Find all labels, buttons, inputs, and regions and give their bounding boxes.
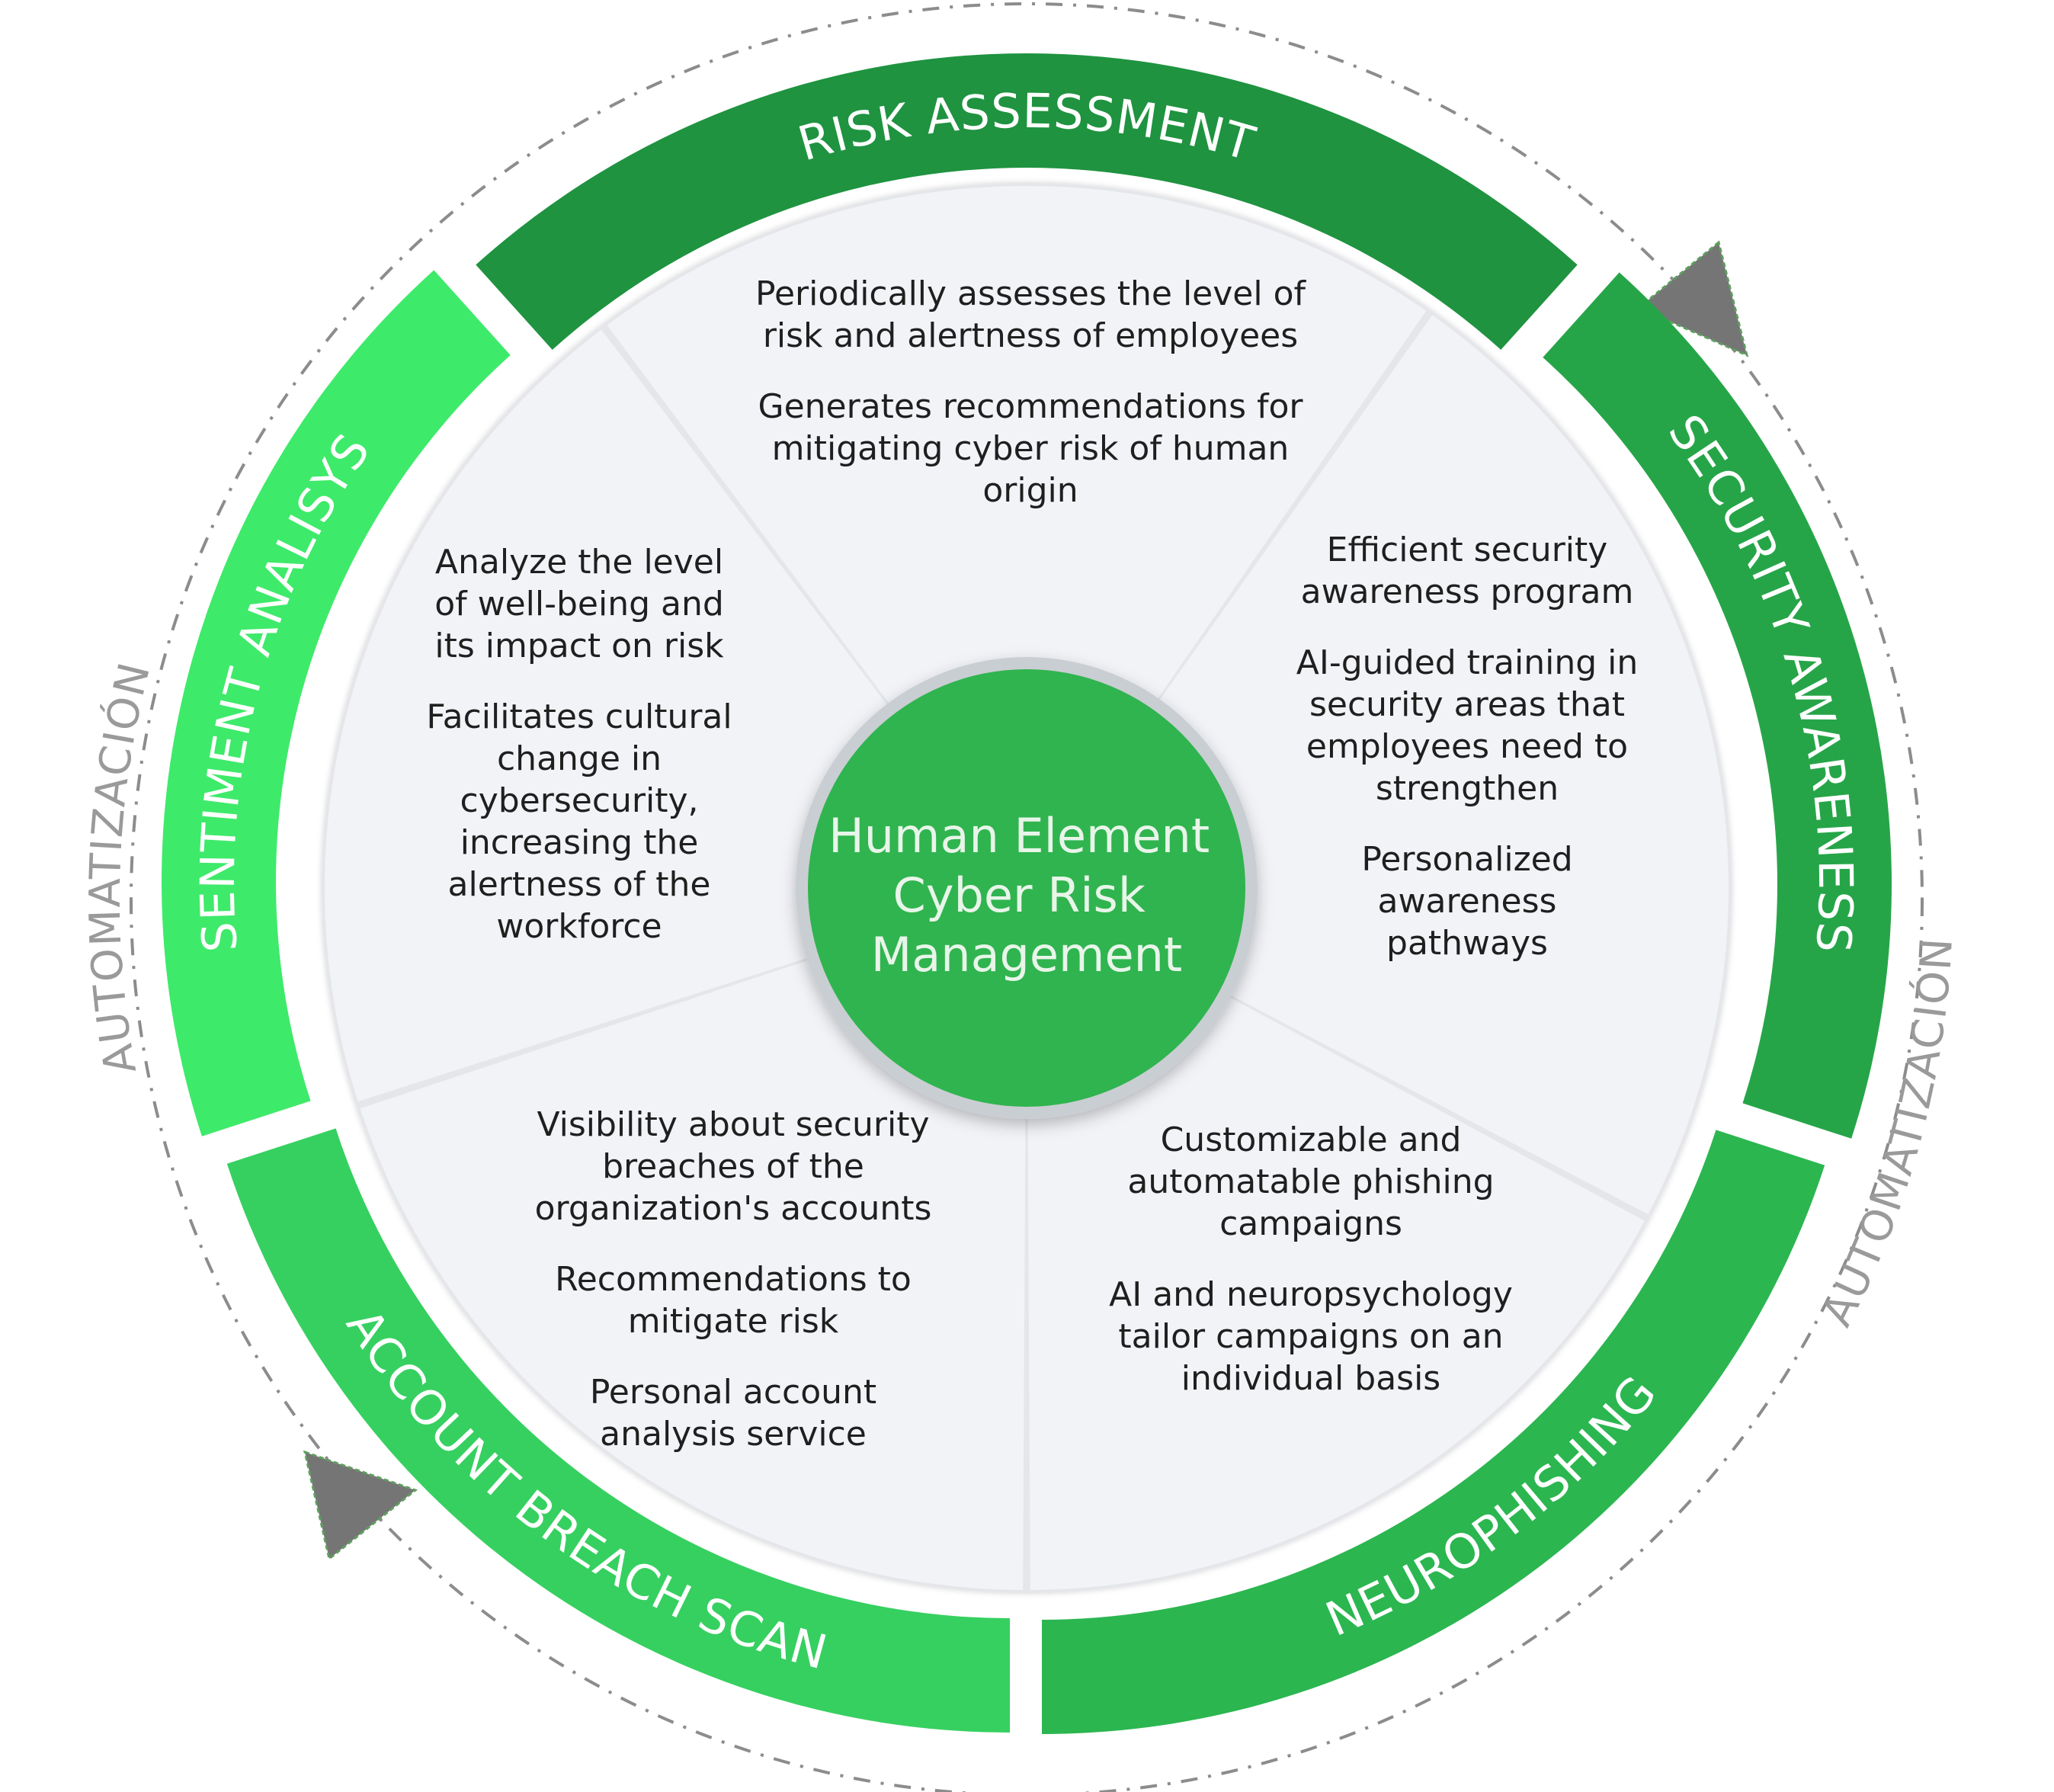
cycle-arrow-top-right-icon (1636, 240, 1749, 357)
capability-ring (161, 53, 1892, 1734)
automation-label-left: AUTOMATIZACIÓN (81, 657, 161, 1078)
ring-band-risk-assessment (476, 53, 1578, 350)
ring-band-account-breach-scan (226, 1128, 1011, 1733)
segment-description-line: Facilitates cultural (426, 697, 732, 736)
segment-description-line: Periodically assesses the level of (755, 274, 1306, 313)
segment-description-line: pathways (1386, 924, 1548, 963)
segment-wedge-risk-assessment (607, 185, 1427, 717)
segment-description-line: tailor campaigns on an (1118, 1317, 1503, 1356)
ring-band-sentiment-analysis (161, 270, 511, 1136)
cycle-arrow-bottom-left-icon (303, 1450, 418, 1561)
automation-cycle-circle (130, 2, 1924, 1792)
center-title: Human Element Cyber Risk Management (828, 808, 1225, 983)
segment-description-line: security areas that (1309, 685, 1625, 724)
segment-description-line: AI and neuropsychology (1109, 1275, 1513, 1314)
center-title-line: Management (871, 927, 1182, 983)
segment-wedge-neurophishing (1027, 989, 1645, 1590)
segment-description-line: Recommendations to (555, 1260, 912, 1299)
segment-description-line: employees need to (1306, 727, 1628, 766)
segment-description-line: individual basis (1181, 1359, 1440, 1398)
segment-description-line: change in (497, 739, 662, 778)
segment-description-line: campaigns (1219, 1204, 1402, 1243)
segment-description-line: alertness of the (448, 865, 711, 904)
segment-wedges (322, 183, 1732, 1593)
segment-description-line: its impact on risk (434, 627, 724, 665)
center-title-line: Cyber Risk (893, 867, 1146, 923)
segment-wedge-sentiment-analysis (324, 329, 898, 1102)
segment-description-line: origin (982, 471, 1078, 510)
segment-description-line: Analyze the level (435, 543, 723, 582)
segment-description-line: Generates recommendations for (758, 387, 1304, 426)
segment-description-line: cybersecurity, (460, 781, 699, 820)
segment-description-line: Personal account (590, 1373, 876, 1412)
segment-description-line: Efficient security (1327, 531, 1608, 569)
segment-description-line: awareness program (1301, 572, 1634, 611)
segment-description-line: mitigate risk (628, 1302, 839, 1341)
segment-description-line: analysis service (600, 1415, 867, 1454)
segment-description-line: workforce (496, 907, 662, 946)
segment-description-line: strengthen (1376, 769, 1559, 808)
ring-band-neurophishing (1042, 1130, 1825, 1734)
segment-description-line: risk and alertness of employees (763, 316, 1298, 355)
center-hub (808, 669, 1245, 1107)
segment-description-line: Customizable and (1161, 1120, 1462, 1159)
segment-description-line: Visibility about security (537, 1105, 929, 1144)
segment-wedge-security-awareness (1149, 315, 1729, 1215)
segment-description-line: increasing the (460, 823, 699, 862)
segment-description-line: of well-being and (434, 585, 724, 624)
ring-band-security-awareness (1543, 272, 1892, 1139)
segment-description-line: organization's accounts (535, 1189, 932, 1228)
segment-wedge-account-breach-scan (360, 954, 1026, 1590)
center-title-line: Human Element (828, 808, 1210, 864)
segment-description-line: awareness (1378, 882, 1557, 921)
segment-description-line: breaches of the (602, 1147, 864, 1186)
segment-description-line: AI-guided training in (1296, 643, 1638, 682)
segment-description-line: automatable phishing (1127, 1162, 1494, 1201)
segment-description-line: Personalized (1361, 840, 1572, 879)
segment-description-line: mitigating cyber risk of human (772, 429, 1290, 468)
